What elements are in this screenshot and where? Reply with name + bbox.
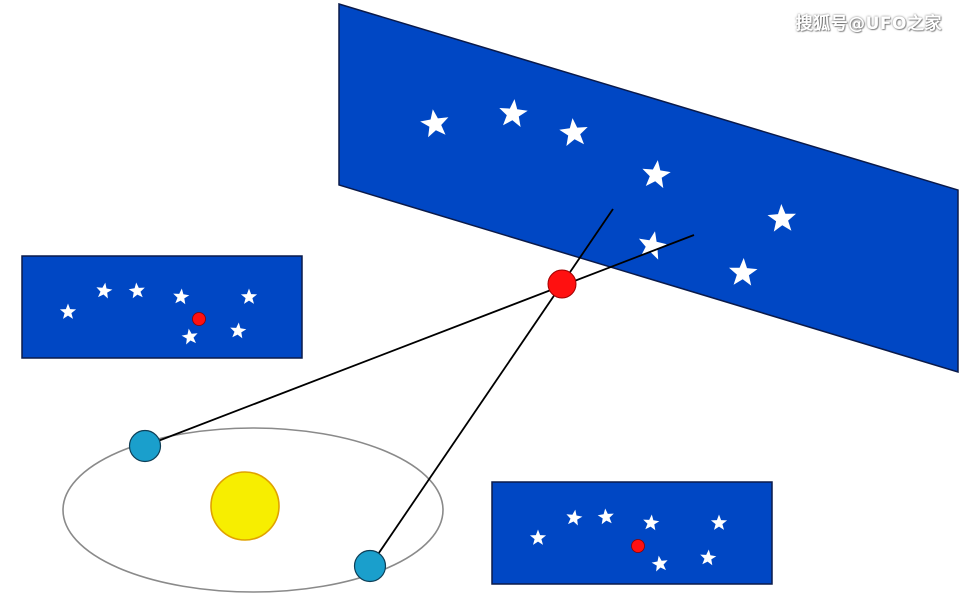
view-from-position-b bbox=[491, 481, 773, 585]
star-icon bbox=[566, 509, 583, 526]
star-icon bbox=[96, 282, 113, 299]
view-b-stars bbox=[529, 508, 728, 572]
star-icon bbox=[59, 303, 77, 319]
star-icon bbox=[499, 99, 528, 127]
nearby-star bbox=[547, 269, 577, 299]
star-icon bbox=[767, 204, 796, 232]
sightline-a bbox=[144, 234, 695, 447]
earth-position-a bbox=[128, 429, 162, 463]
star-icon bbox=[420, 109, 449, 138]
star-icon bbox=[651, 555, 668, 572]
star-icon bbox=[128, 282, 145, 299]
view-from-position-a bbox=[21, 255, 303, 359]
background-sky-panel bbox=[338, 2, 959, 374]
sightline-b bbox=[369, 208, 614, 567]
star-icon bbox=[729, 258, 758, 286]
watermark: 搜狐号@UFO之家 bbox=[795, 14, 942, 34]
earth-orbit bbox=[62, 427, 444, 593]
star-icon bbox=[700, 549, 717, 566]
sun bbox=[210, 471, 280, 541]
star-icon bbox=[529, 529, 547, 545]
view-a-stars bbox=[59, 282, 258, 345]
earth-position-b bbox=[353, 549, 387, 583]
star-icon bbox=[181, 328, 198, 345]
star-icon bbox=[597, 508, 614, 525]
star-icon bbox=[240, 288, 258, 304]
view-b-nearby-star bbox=[631, 539, 645, 553]
star-icon bbox=[710, 514, 728, 530]
star-icon bbox=[230, 322, 247, 339]
star-icon bbox=[643, 514, 660, 531]
view-a-nearby-star bbox=[192, 312, 206, 326]
star-icon bbox=[642, 160, 671, 189]
star-icon bbox=[559, 118, 588, 146]
star-icon bbox=[173, 288, 190, 305]
